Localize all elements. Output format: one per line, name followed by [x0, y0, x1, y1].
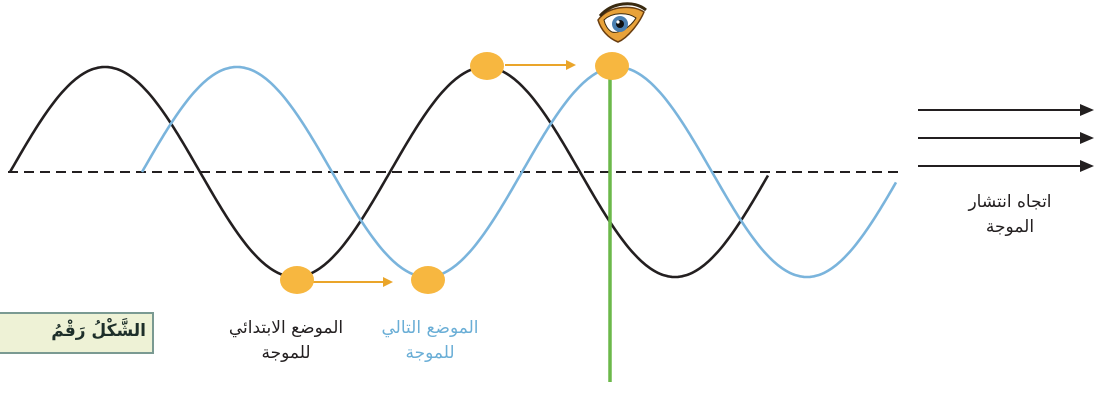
next-position-label: الموضع التالي للموجة — [360, 316, 500, 366]
crest-shift-arrow — [505, 60, 576, 70]
next-label-line1: الموضع التالي — [360, 316, 500, 341]
figure-caption: الشَّكْلُ رَقْمُ — [51, 321, 146, 341]
initial-trough-marker — [280, 266, 314, 294]
figure-caption-box: الشَّكْلُ رَقْمُ — [0, 312, 154, 354]
propagation-direction-label: اتجاه انتشار الموجة — [930, 190, 1090, 240]
initial-label-line1: الموضع الابتدائي — [196, 316, 376, 341]
propagation-label-line1: اتجاه انتشار — [930, 190, 1090, 215]
initial-crest-marker — [470, 52, 504, 80]
initial-position-label: الموضع الابتدائي للموجة — [196, 316, 376, 366]
next-label-line2: للموجة — [360, 341, 500, 366]
trough-shift-arrow — [312, 277, 393, 287]
next-trough-marker — [411, 266, 445, 294]
propagation-label-line2: الموجة — [930, 215, 1090, 240]
initial-label-line2: للموجة — [196, 341, 376, 366]
next-crest-marker — [595, 52, 629, 80]
arrow-right-icon — [918, 104, 1094, 172]
eye-icon — [598, 4, 646, 42]
